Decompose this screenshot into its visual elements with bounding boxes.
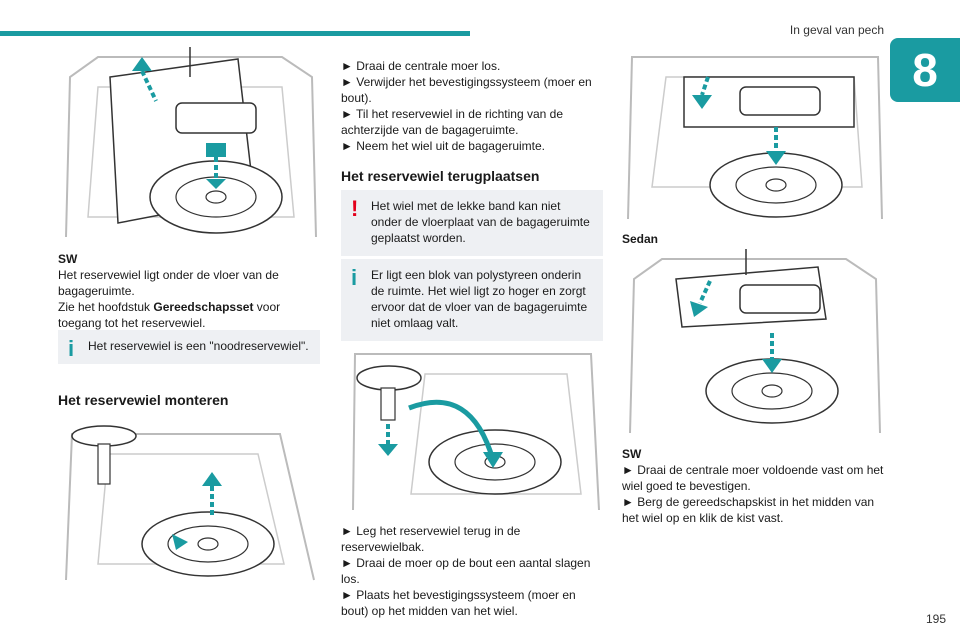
- bullet-glyph: ►: [622, 495, 634, 509]
- figure-caption-sedan: Sedan: [622, 232, 659, 246]
- bullet-glyph: ►: [341, 75, 353, 89]
- section-title: In geval van pech: [789, 23, 884, 37]
- bullet-text: Berg de gereedschapskist in het midden v…: [622, 495, 875, 525]
- info-note-text: Er ligt een blok van polystyreen onderin…: [371, 268, 588, 330]
- bullet-glyph: ►: [341, 107, 353, 121]
- warning-icon: !: [351, 196, 359, 221]
- bullet-item: ► Verwijder het bevestigingssysteem (moe…: [341, 74, 603, 106]
- bullet-glyph: ►: [341, 556, 353, 570]
- bullet-text: Draai de moer op de bout een aantal slag…: [341, 556, 591, 586]
- bullet-item: ► Neem het wiel uit de bagageruimte.: [341, 138, 603, 154]
- info-icon: i: [68, 336, 75, 361]
- bullet-item: ► Leg het reservewiel terug in de reserv…: [341, 523, 603, 555]
- info-note-text: Het reservewiel is een "noodreservewiel"…: [88, 339, 309, 353]
- middle-bullets-top: ► Draai de centrale moer los. ► Verwijde…: [341, 58, 603, 154]
- illustration-sedan-trunk: [627, 56, 883, 220]
- bullet-text: Draai de centrale moer los.: [356, 59, 501, 73]
- bullet-text: Leg het reservewiel terug in de reservew…: [341, 524, 521, 554]
- illustration-sw-trunk: [629, 249, 881, 434]
- paragraph-see-chapter-post: voor toegang tot het reservewiel.: [58, 300, 281, 330]
- figure-caption-sw: SW: [58, 252, 78, 266]
- warning-note-flat-tyre: ! Het wiel met de lekke band kan niet on…: [341, 190, 603, 256]
- bullet-glyph: ►: [622, 463, 634, 477]
- bullet-item: ► Plaats het bevestigingssysteem (moer e…: [341, 587, 603, 619]
- info-icon: i: [351, 265, 358, 290]
- illustration-mount-spare: [65, 425, 315, 581]
- bullet-item: ► Draai de centrale moer voldoende vast …: [622, 462, 884, 494]
- info-note-emergency-spare: i Het reservewiel is een "noodreservewie…: [58, 330, 320, 364]
- paragraph-see-chapter-pre: Zie het hoofdstuk: [58, 300, 154, 314]
- figure-caption-sw: SW: [622, 447, 642, 461]
- bullet-text: Verwijder het bevestigingssysteem (moer …: [341, 75, 592, 105]
- page-number: 195: [925, 612, 946, 626]
- middle-bullets-bottom: ► Leg het reservewiel terug in de reserv…: [341, 523, 603, 619]
- info-note-polystyrene: i Er ligt een blok van polystyreen onder…: [341, 259, 603, 341]
- bullet-glyph: ►: [341, 524, 353, 538]
- bullet-text: Draai de centrale moer voldoende vast om…: [622, 463, 884, 493]
- bullet-text: Neem het wiel uit de bagageruimte.: [356, 139, 546, 153]
- bullet-text: Til het reservewiel in de richting van d…: [341, 107, 564, 137]
- paragraph-see-chapter: Zie het hoofdstuk Gereedschapsset voor t…: [58, 299, 320, 331]
- bullet-text: Plaats het bevestigingssysteem (moer en …: [341, 588, 576, 618]
- right-text-block: SW ► Draai de centrale moer voldoende va…: [622, 446, 884, 526]
- bullet-item: ► Berg de gereedschapskist in het midden…: [622, 494, 884, 526]
- bullet-item: ► Draai de moer op de bout een aantal sl…: [341, 555, 603, 587]
- bullet-glyph: ►: [341, 59, 353, 73]
- illustration-replace-spare: [352, 353, 600, 511]
- chapter-reference: Gereedschapsset: [153, 300, 254, 314]
- bullet-item: ► Draai de centrale moer los.: [341, 58, 603, 74]
- paragraph-spare-location: Het reservewiel ligt onder de vloer van …: [58, 268, 279, 298]
- chapter-tab: 8: [890, 38, 960, 102]
- warning-note-text: Het wiel met de lekke band kan niet onde…: [371, 199, 590, 245]
- illustration-trunk-sw: [65, 47, 317, 238]
- heading-mount-spare: Het reservewiel monteren: [58, 392, 229, 408]
- bullet-glyph: ►: [341, 588, 353, 602]
- header-accent-bar: [0, 31, 470, 36]
- left-text-block: SW Het reservewiel ligt onder de vloer v…: [58, 251, 320, 331]
- bullet-glyph: ►: [341, 139, 353, 153]
- heading-replace-spare: Het reservewiel terugplaatsen: [341, 168, 540, 184]
- bullet-item: ► Til het reservewiel in de richting van…: [341, 106, 603, 138]
